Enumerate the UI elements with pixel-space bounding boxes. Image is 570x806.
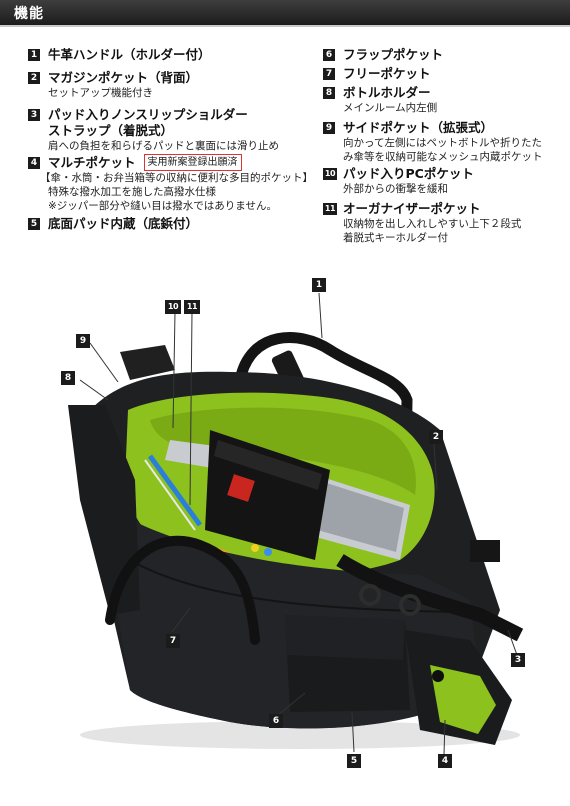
feature-desc: ※ジッパー部分や縫い目は撥水ではありません。 bbox=[48, 200, 277, 212]
patent-pending-badge: 実用新案登録出願済 bbox=[143, 154, 242, 171]
feature-number: 7 bbox=[323, 68, 335, 80]
feature-8: 8 ボトルホルダー メインルーム内左側 bbox=[323, 85, 437, 115]
feature-title: パッド入りノンスリップショルダー bbox=[48, 107, 248, 122]
feature-title-line2: ストラップ（着脱式） bbox=[48, 123, 174, 138]
feature-number: 3 bbox=[28, 109, 40, 121]
feature-desc: 向かって左側にはペットボトルや折りたた bbox=[343, 137, 542, 149]
feature-number: 2 bbox=[28, 72, 40, 84]
feature-number: 5 bbox=[28, 218, 40, 230]
feature-4: 4 マルチポケット 実用新案登録出願済 【傘・水筒・お弁当箱等の収納に便利な多目… bbox=[28, 154, 313, 213]
feature-number: 9 bbox=[323, 122, 335, 134]
feature-desc: 収納物を出し入れしやすい上下２段式 bbox=[343, 218, 522, 230]
callout-8: 8 bbox=[61, 371, 75, 385]
feature-title: フリーポケット bbox=[343, 66, 431, 81]
feature-title: マガジンポケット（背面） bbox=[48, 70, 199, 85]
feature-desc: 特殊な撥水加工を施した高撥水仕様 bbox=[48, 186, 216, 198]
feature-number: 11 bbox=[323, 203, 337, 215]
feature-number: 6 bbox=[323, 49, 335, 61]
callout-6: 6 bbox=[269, 714, 283, 728]
section-header: 機能 bbox=[0, 0, 570, 25]
feature-9: 9 サイドポケット（拡張式） 向かって左側にはペットボトルや折りたた み傘等を収… bbox=[323, 120, 543, 164]
feature-11: 11 オーガナイザーポケット 収納物を出し入れしやすい上下２段式 着脱式キーホル… bbox=[323, 201, 521, 245]
feature-desc: 【傘・水筒・お弁当箱等の収納に便利な多目的ポケット】 bbox=[40, 172, 313, 184]
feature-number: 4 bbox=[28, 156, 40, 169]
callout-10: 10 bbox=[165, 300, 181, 314]
feature-5: 5 底面パッド内蔵（底鋲付） bbox=[28, 216, 198, 232]
feature-title: ボトルホルダー bbox=[343, 85, 431, 100]
feature-desc: セットアップ機能付き bbox=[48, 87, 153, 99]
feature-title: パッド入りPCポケット bbox=[343, 166, 474, 181]
header-divider bbox=[0, 25, 570, 27]
callout-7: 7 bbox=[166, 634, 180, 648]
callout-3: 3 bbox=[511, 653, 525, 667]
callout-9: 9 bbox=[76, 334, 90, 348]
callout-5: 5 bbox=[347, 754, 361, 768]
feature-3: 3 パッド入りノンスリップショルダー ストラップ（着脱式） 肩への負担を和らげる… bbox=[28, 107, 279, 153]
callout-4: 4 bbox=[438, 754, 452, 768]
feature-title: 牛革ハンドル（ホルダー付） bbox=[48, 47, 211, 62]
product-photo: 1 2 3 4 5 6 7 8 9 10 11 bbox=[0, 268, 570, 806]
feature-title: マルチポケット bbox=[48, 154, 136, 170]
callout-11: 11 bbox=[184, 300, 200, 314]
feature-title: サイドポケット（拡張式） bbox=[343, 120, 494, 135]
feature-desc: 外部からの衝撃を緩和 bbox=[343, 183, 448, 195]
callout-1: 1 bbox=[312, 278, 326, 292]
callout-2: 2 bbox=[429, 430, 443, 444]
feature-desc: メインルーム内左側 bbox=[343, 102, 438, 114]
feature-1: 1 牛革ハンドル（ホルダー付） bbox=[28, 47, 211, 63]
feature-desc: 肩への負担を和らげるパッドと裏面には滑り止め bbox=[48, 140, 279, 152]
feature-title: 底面パッド内蔵（底鋲付） bbox=[48, 216, 199, 231]
feature-title: フラップポケット bbox=[343, 47, 444, 62]
feature-number: 10 bbox=[323, 168, 337, 180]
feature-desc: み傘等を収納可能なメッシュ内蔵ポケット bbox=[343, 151, 543, 163]
feature-2: 2 マガジンポケット（背面） セットアップ機能付き bbox=[28, 70, 198, 100]
feature-6: 6 フラップポケット bbox=[323, 47, 443, 63]
feature-number: 1 bbox=[28, 49, 40, 61]
feature-number: 8 bbox=[323, 87, 335, 99]
section-title: 機能 bbox=[14, 6, 44, 22]
feature-7: 7 フリーポケット bbox=[323, 66, 431, 82]
feature-desc: 着脱式キーホルダー付 bbox=[343, 232, 448, 244]
bag-illustration bbox=[68, 292, 524, 756]
feature-10: 10 パッド入りPCポケット 外部からの衝撃を緩和 bbox=[323, 166, 474, 196]
feature-title: オーガナイザーポケット bbox=[343, 201, 481, 216]
